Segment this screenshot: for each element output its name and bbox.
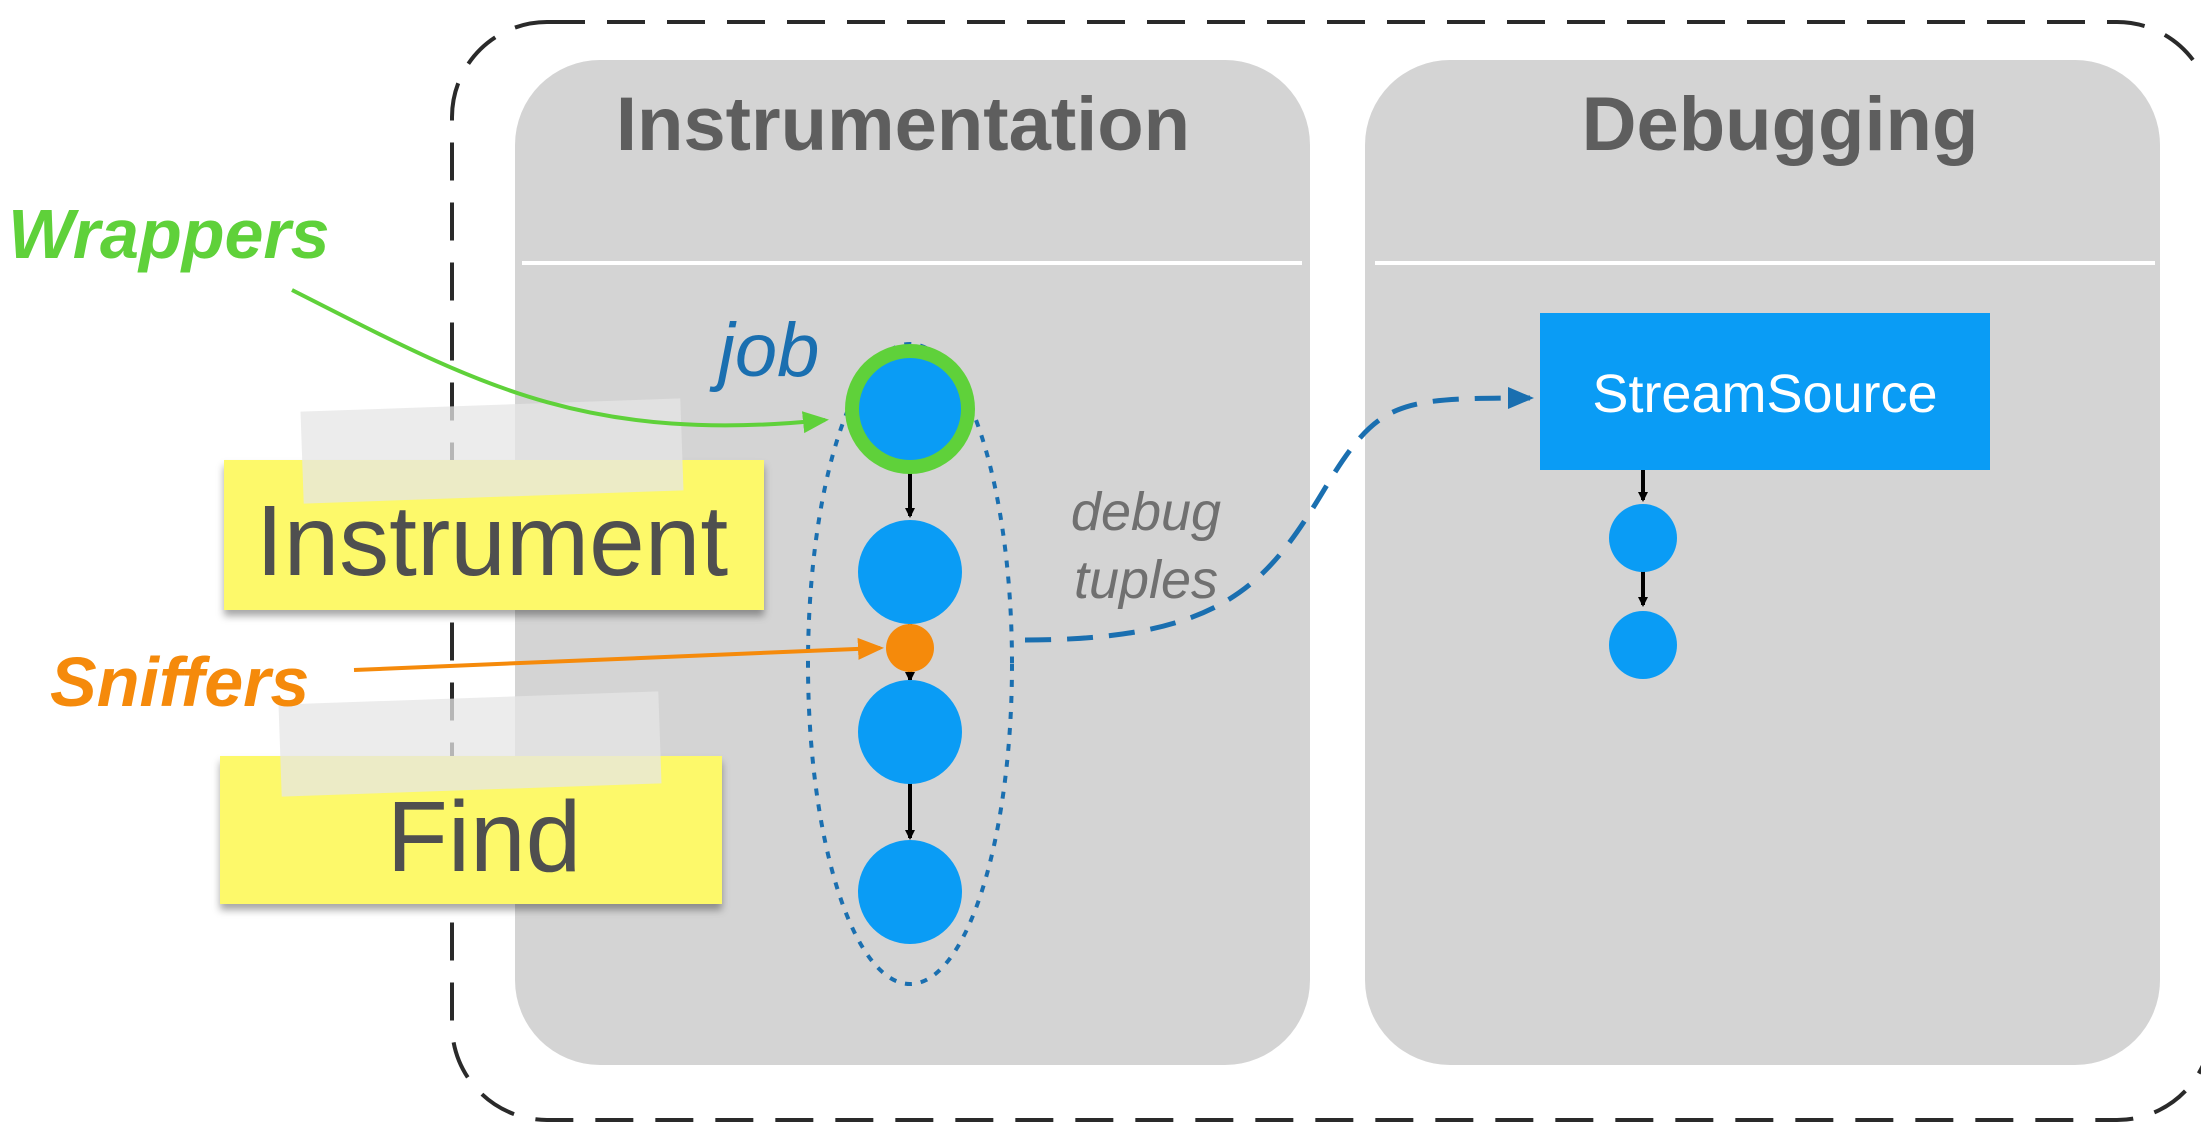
job-node-2: [858, 520, 962, 624]
sniffers-arrow: [353, 637, 884, 672]
wrappers-arrow: [291, 288, 829, 434]
sniffers-label: Sniffers: [50, 643, 309, 721]
job-node-1: [859, 358, 961, 460]
debug-node-2: [1609, 611, 1677, 679]
wrappers-label: Wrappers: [8, 195, 330, 273]
instrument-sticky-note: Instrument: [224, 398, 764, 610]
debugging-panel: Debugging: [1365, 60, 2160, 1065]
debug-tuples-label-line2: tuples: [1074, 550, 1218, 610]
instrument-tape: [300, 398, 684, 504]
instrumentation-title: Instrumentation: [616, 82, 1190, 167]
stream-source-box: [1540, 313, 1990, 470]
debug-tuples-flow-arrow: [1024, 387, 1534, 643]
debug-tuples-label-line1: debug: [1071, 482, 1221, 542]
instrument-note-text: Instrument: [256, 485, 729, 597]
find-note-text: Find: [387, 781, 582, 893]
job-label: job: [709, 308, 819, 393]
sniffer-node: [886, 624, 934, 672]
find-tape: [278, 691, 662, 797]
job-node-4: [858, 840, 962, 944]
debugging-title: Debugging: [1582, 82, 1979, 167]
stream-source-label: StreamSource: [1592, 364, 1937, 424]
debug-node-1: [1609, 504, 1677, 572]
job-node-3: [858, 680, 962, 784]
find-sticky-note: Find: [220, 691, 722, 904]
